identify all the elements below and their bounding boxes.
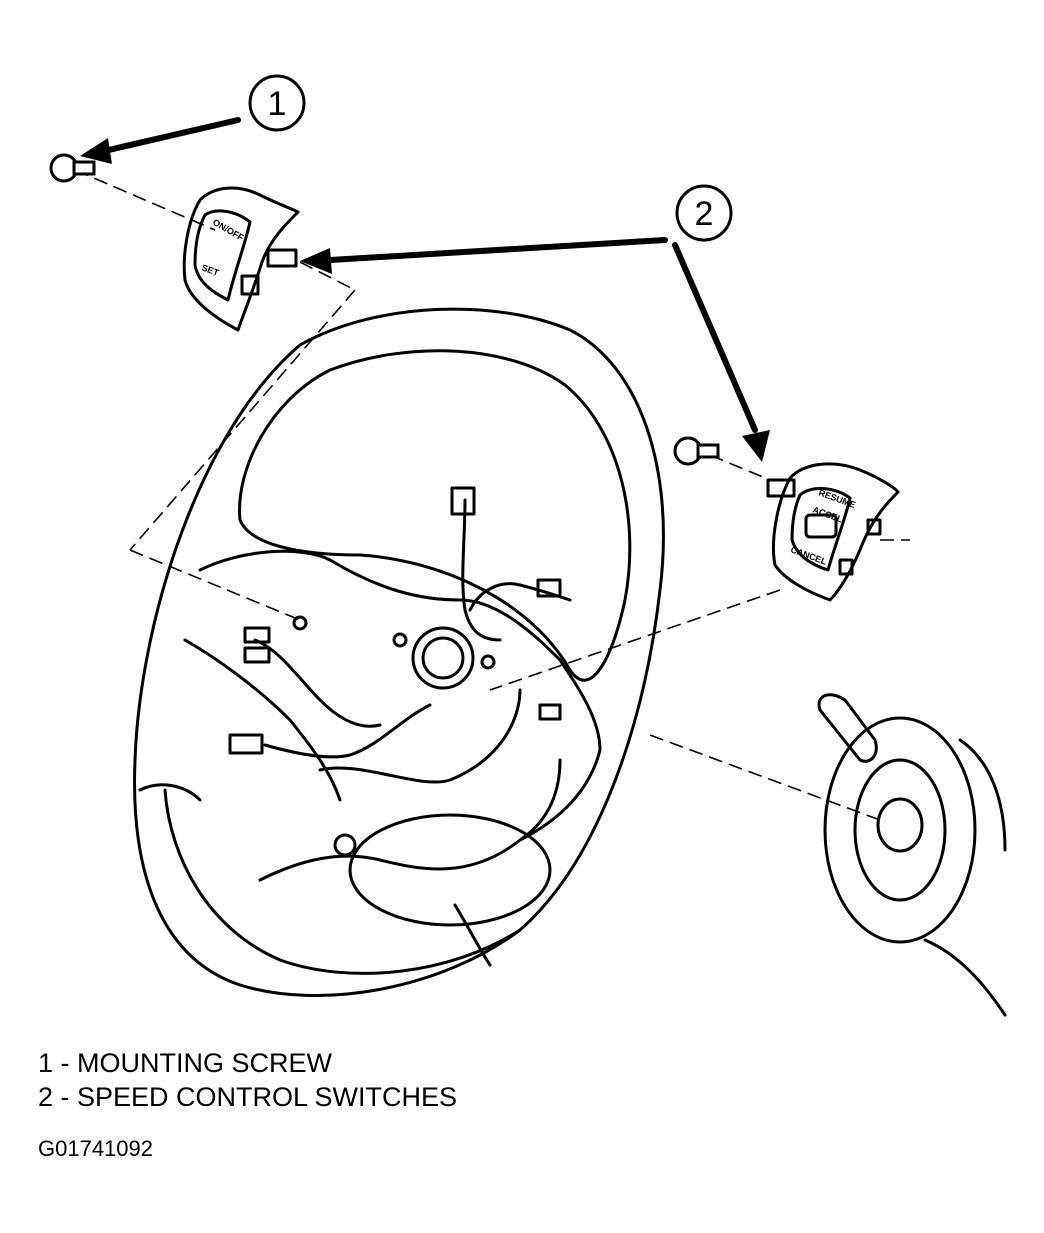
steering-wheel-inner-opening bbox=[238, 349, 632, 682]
right-switch-alignment-line-2 bbox=[489, 589, 781, 691]
left-spoke bbox=[183, 638, 342, 802]
hub-lower-contour bbox=[318, 688, 522, 784]
hub-bolt-hole-left bbox=[392, 632, 408, 648]
left-switch-alignment-line-1 bbox=[299, 261, 356, 291]
connector-lower-right bbox=[538, 703, 562, 721]
connector-upper bbox=[450, 486, 476, 516]
clockspring-stalk bbox=[817, 693, 878, 763]
rim-grip-section-left bbox=[138, 783, 202, 802]
connector-left-top bbox=[243, 626, 271, 644]
right-switch-side-tab-lower bbox=[838, 558, 854, 576]
callout-2-circle bbox=[675, 184, 733, 242]
steering-wheel-inner-lower bbox=[163, 788, 522, 975]
horn-pad bbox=[348, 813, 552, 927]
mounting-screw-right-shank bbox=[696, 443, 720, 459]
hub-bolt-hole-right bbox=[480, 654, 496, 670]
rim-grip-section-right bbox=[453, 903, 492, 967]
steering-wheel-rim bbox=[133, 307, 665, 998]
steering-wheel-diagram: 1 2 ON/OFF SET RESUME ACCEL CANCEL bbox=[49, 74, 1007, 1017]
connector-hub-left bbox=[292, 615, 308, 631]
wiring-harness-upper bbox=[461, 498, 502, 642]
arrow-head-icon bbox=[80, 138, 112, 164]
left-switch-mounting-tab bbox=[266, 248, 298, 268]
legend-item: 2 - SPEED CONTROL SWITCHES bbox=[38, 1082, 458, 1112]
left-speed-control-switch bbox=[182, 186, 300, 332]
right-switch-inner-panel bbox=[790, 487, 852, 572]
callout-2-number: 2 bbox=[695, 195, 714, 233]
callout-1-leader bbox=[97, 117, 241, 155]
arrow-head-icon bbox=[300, 248, 332, 274]
left-switch-top-label: ON/OFF bbox=[211, 217, 246, 243]
hub-to-clockspring-alignment-line bbox=[649, 734, 881, 821]
connector-right bbox=[536, 578, 562, 598]
steering-wheel-hub bbox=[198, 549, 602, 842]
right-switch-middle-label: ACCEL bbox=[811, 504, 844, 524]
right-switch-side-tab-upper bbox=[866, 518, 882, 536]
left-switch-inner-panel bbox=[193, 209, 252, 302]
hub-center-boss-outer bbox=[411, 626, 475, 690]
hub-center-boss-inner bbox=[421, 636, 465, 680]
clockspring-outer bbox=[823, 716, 977, 944]
screw-1-alignment-line bbox=[74, 169, 216, 231]
right-speed-control-switch bbox=[771, 462, 900, 602]
right-switch-mounting-tab bbox=[766, 478, 796, 498]
wiring-harness-left bbox=[253, 638, 382, 728]
screw-2-alignment-line bbox=[709, 454, 771, 481]
mounting-screw-left-shank bbox=[72, 160, 96, 176]
callout-2-leader-right bbox=[672, 242, 758, 433]
hub-bolt-hole-lower bbox=[333, 833, 357, 857]
wiring-harness-lower bbox=[263, 703, 432, 759]
clockspring-hub bbox=[876, 797, 924, 853]
right-switch-button bbox=[804, 513, 838, 539]
callout-1-number: 1 bbox=[268, 85, 287, 123]
callout-1-circle bbox=[248, 74, 306, 132]
figure-code: G01741092 bbox=[38, 1136, 153, 1161]
right-switch-bottom-label: CANCEL bbox=[789, 544, 828, 566]
connector-left-bottom bbox=[243, 646, 271, 664]
callout-2-leader-left bbox=[327, 237, 668, 263]
left-switch-bottom-label: SET bbox=[200, 262, 220, 278]
steering-column-lower bbox=[923, 938, 1007, 1017]
arrow-head-icon bbox=[742, 430, 770, 462]
lower-spoke bbox=[258, 758, 562, 882]
connector-lower-left bbox=[228, 733, 264, 755]
legend-item: 1 - MOUNTING SCREW bbox=[38, 1048, 332, 1078]
legend-list: 1 - MOUNTING SCREW 2 - SPEED CONTROL SWI… bbox=[38, 1046, 457, 1114]
clockspring-inner-ring bbox=[853, 758, 947, 902]
left-switch-connector bbox=[240, 274, 260, 296]
left-switch-alignment-line-3 bbox=[129, 549, 301, 621]
left-switch-alignment-line-2 bbox=[129, 289, 356, 551]
steering-column-contour bbox=[958, 738, 1007, 852]
